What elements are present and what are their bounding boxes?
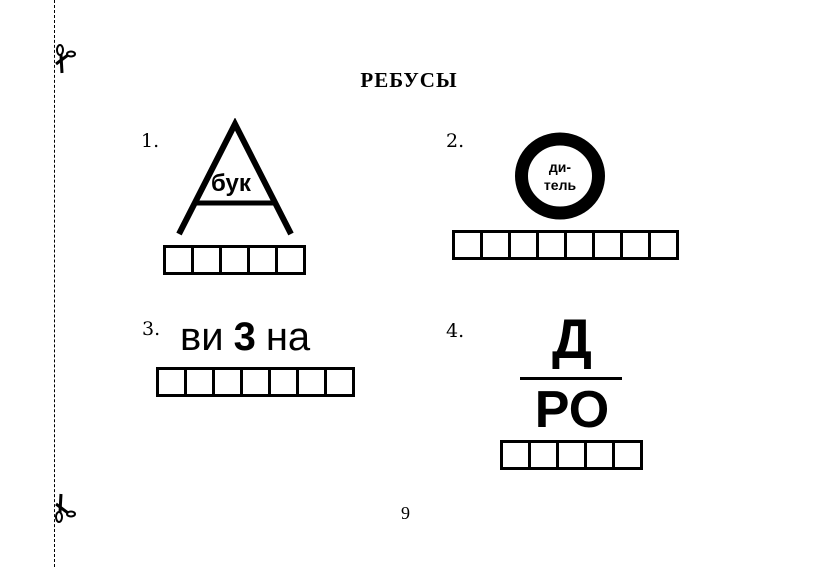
puzzle-1-answer-boxes[interactable]: [163, 245, 306, 275]
answer-cell[interactable]: [278, 248, 303, 272]
answer-cell[interactable]: [511, 233, 539, 257]
answer-cell[interactable]: [567, 233, 595, 257]
inner-text-line2: тель: [543, 177, 577, 193]
answer-cell[interactable]: [166, 248, 194, 272]
answer-cell[interactable]: [587, 443, 615, 467]
answer-cell[interactable]: [327, 370, 352, 394]
cut-line: [54, 0, 55, 567]
answer-cell[interactable]: [215, 370, 243, 394]
inner-text-line1: ди-: [548, 159, 572, 175]
puzzle-3-number: 3.: [142, 318, 161, 340]
puzzle-4-number: 4.: [446, 320, 465, 342]
scissors-icon: [55, 493, 76, 523]
scissors-icon: [55, 44, 76, 74]
answer-cell[interactable]: [194, 248, 222, 272]
puzzle-3-part2: на: [265, 315, 311, 359]
answer-cell[interactable]: [559, 443, 587, 467]
puzzle-2-answer-boxes[interactable]: [452, 230, 679, 260]
puzzle-3-expression: ви 3 на: [180, 313, 310, 361]
answer-cell[interactable]: [531, 443, 559, 467]
puzzle-4-answer-boxes[interactable]: [500, 440, 643, 470]
answer-cell[interactable]: [250, 248, 278, 272]
answer-cell[interactable]: [623, 233, 651, 257]
page-number: 9: [401, 503, 410, 523]
page-title: РЕБУСЫ: [360, 68, 458, 92]
puzzle-3-digit: 3: [233, 315, 256, 359]
answer-cell[interactable]: [187, 370, 215, 394]
letter-a-triangle: [176, 118, 294, 236]
puzzle-2-number: 2.: [446, 130, 465, 152]
puzzle-3-part1: ви: [180, 315, 224, 359]
answer-cell[interactable]: [539, 233, 567, 257]
answer-cell[interactable]: [159, 370, 187, 394]
puzzle-1-inner-text: бук: [211, 170, 251, 197]
puzzle-4-bottom: РО: [534, 381, 610, 439]
answer-cell[interactable]: [615, 443, 640, 467]
puzzle-1-number: 1.: [141, 130, 160, 152]
puzzle-3-answer-boxes[interactable]: [156, 367, 355, 397]
answer-cell[interactable]: [222, 248, 250, 272]
answer-cell[interactable]: [299, 370, 327, 394]
answer-cell[interactable]: [483, 233, 511, 257]
answer-cell[interactable]: [243, 370, 271, 394]
puzzle-2-inner-text: ди- тель: [528, 158, 592, 194]
puzzle-4-top: Д: [552, 307, 592, 370]
answer-cell[interactable]: [503, 443, 531, 467]
answer-cell[interactable]: [595, 233, 623, 257]
answer-cell[interactable]: [455, 233, 483, 257]
letter-o-ring: [515, 132, 605, 220]
answer-cell[interactable]: [271, 370, 299, 394]
fraction-line: [520, 377, 622, 380]
answer-cell[interactable]: [651, 233, 676, 257]
